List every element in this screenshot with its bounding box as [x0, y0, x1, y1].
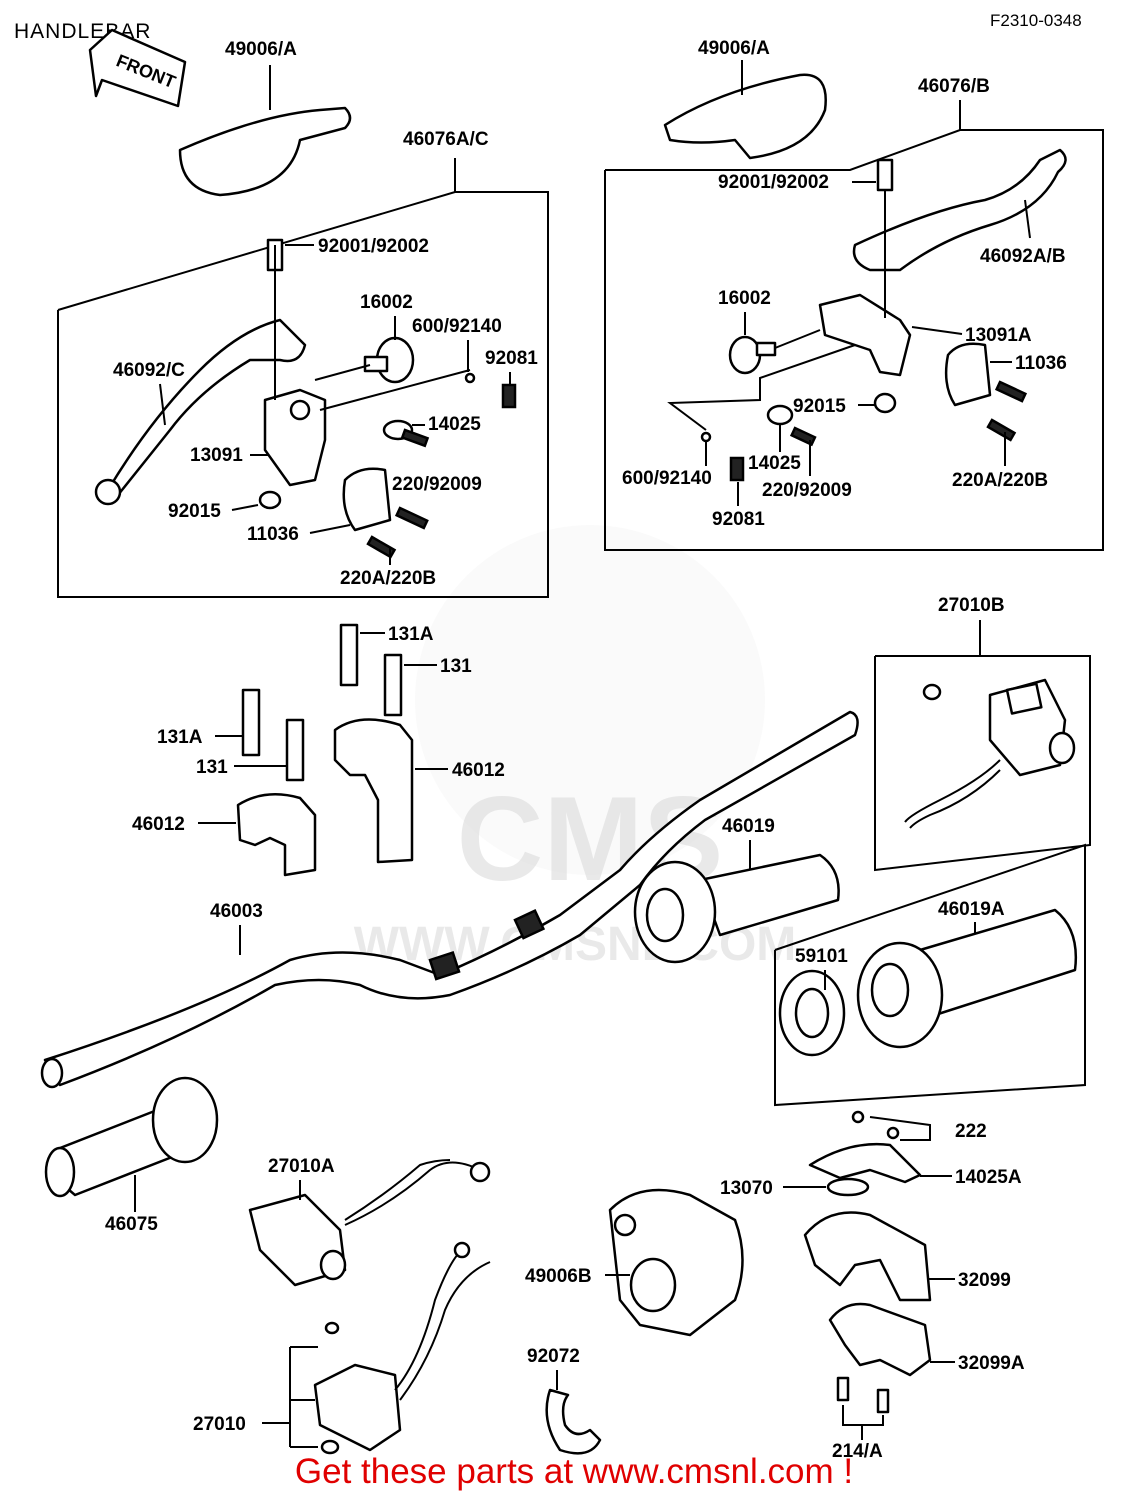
callout-92015-right: 92015: [793, 396, 846, 417]
grip-46075: [44, 1076, 219, 1198]
grip-box-46019a: [774, 843, 1086, 1107]
throttle-grip-46019: [633, 853, 840, 964]
callout-46092ab: 46092A/B: [980, 246, 1066, 267]
throttle-cover-49006b: [608, 1188, 744, 1337]
switch-27010: [313, 1241, 491, 1455]
callout-27010: 27010: [193, 1414, 246, 1435]
bolt-131a-top: [339, 623, 359, 687]
callout-131-left: 131: [196, 757, 228, 778]
callout-600-right: 600/92140: [622, 468, 712, 489]
callout-220ab-right: 220A/220B: [952, 470, 1048, 491]
callout-131a-left: 131A: [157, 727, 203, 748]
callout-11036-right: 11036: [1015, 353, 1067, 374]
callout-27010b: 27010B: [938, 595, 1005, 616]
callout-92081-right: 92081: [712, 509, 765, 530]
callout-46092c: 46092/C: [113, 360, 185, 381]
callout-32099: 32099: [958, 1270, 1011, 1291]
callout-14025a: 14025A: [955, 1167, 1022, 1188]
callout-92001-right: 92001/92002: [718, 172, 829, 193]
callout-46003: 46003: [210, 901, 263, 922]
callout-222: 222: [955, 1121, 987, 1142]
adjuster-16002: [363, 336, 415, 384]
throttle-case-32099a: [828, 1302, 932, 1377]
callout-92015-left: 92015: [168, 501, 221, 522]
handlebar-holder-lower: [236, 793, 317, 877]
grip-cover-right: [663, 73, 827, 160]
callout-220ab-left: 220A/220B: [340, 568, 436, 589]
callout-46012-right: 46012: [452, 760, 505, 781]
callout-49006b: 49006B: [525, 1266, 592, 1287]
callout-92001-left: 92001/92002: [318, 236, 429, 257]
callout-49006a-left: 49006/A: [225, 39, 297, 60]
cable-guide-59101: [778, 969, 846, 1057]
lever-bracket-box-right: [604, 129, 1104, 551]
callout-220-left: 220/92009: [392, 474, 482, 495]
callout-92072: 92072: [527, 1346, 580, 1367]
callout-16002-left: 16002: [360, 292, 413, 313]
callout-46019: 46019: [722, 816, 775, 837]
callout-46012-left: 46012: [132, 814, 185, 835]
callout-214a: 214/A: [832, 1441, 883, 1462]
callout-220-right: 220/92009: [762, 480, 852, 501]
callout-27010a: 27010A: [268, 1156, 335, 1177]
callout-600-left: 600/92140: [412, 316, 502, 337]
callout-16002-right: 16002: [718, 288, 771, 309]
lever-bracket-box-left: [57, 191, 549, 598]
switch-27010a: [248, 1159, 491, 1287]
callout-13091: 13091: [190, 445, 243, 466]
adjuster-16002-right: [728, 335, 777, 375]
callout-46019a: 46019A: [938, 899, 1005, 920]
callout-131a-top: 131A: [388, 624, 434, 645]
callout-92081-left: 92081: [485, 348, 538, 369]
handlebar-46003: [40, 710, 859, 1089]
front-arrow-icon: FRONT: [88, 28, 187, 108]
callout-131-top: 131: [440, 656, 472, 677]
footer-link-text[interactable]: Get these parts at www.cmsnl.com !: [294, 1452, 854, 1491]
callout-32099a: 32099A: [958, 1353, 1025, 1374]
handlebar-holder-upper: [333, 718, 414, 864]
callout-46076b: 46076/B: [918, 76, 990, 97]
callout-14025-right: 14025: [748, 453, 801, 474]
throttle-case-32099: [803, 1211, 932, 1302]
lever-holder-13091: [263, 388, 327, 487]
callout-59101: 59101: [795, 946, 848, 967]
callout-13070: 13070: [720, 1178, 773, 1199]
gasket-13070: [826, 1177, 870, 1197]
clamp-92072: [545, 1388, 602, 1455]
throttle-grip-46019a: [856, 908, 1077, 1049]
callout-14025-left: 14025: [428, 414, 481, 435]
bolt-92001-right: [876, 158, 894, 192]
diagram-code: F2310-0348: [990, 11, 1082, 30]
switch-box-27010b: [874, 655, 1091, 872]
cover-14025a: [808, 1142, 922, 1184]
callout-49006a-right: 49006/A: [698, 38, 770, 59]
lever-46092ab: [852, 148, 1067, 272]
callout-46076ac: 46076A/C: [403, 129, 489, 150]
callout-11036-left: 11036: [247, 524, 299, 545]
switch-27010b: [904, 678, 1076, 829]
callout-13091a: 13091A: [965, 325, 1032, 346]
callout-46075: 46075: [105, 1214, 158, 1235]
grip-cover-left: [178, 106, 352, 197]
lever-holder-13091a: [818, 293, 912, 377]
